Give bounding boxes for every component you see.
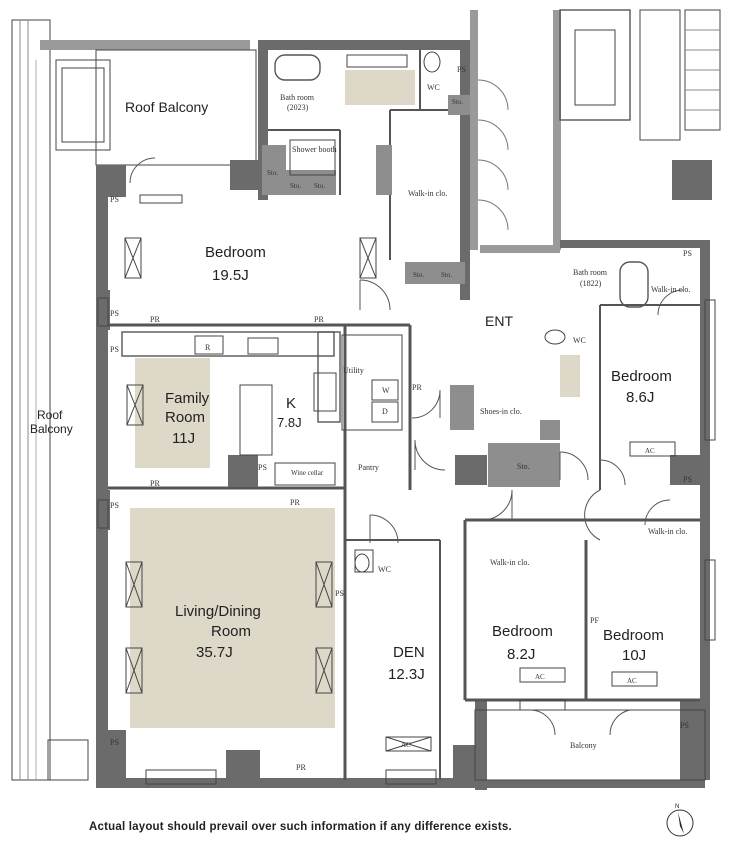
label-bath-1-size: (2023) xyxy=(287,103,309,112)
label-wc-2: WC xyxy=(573,336,586,345)
label-ps-7: PS xyxy=(683,249,692,258)
family-room-floor xyxy=(135,358,210,468)
label-roof-balcony-top: Roof Balcony xyxy=(125,99,208,115)
label-bedroom-d-size: 8.6J xyxy=(626,389,654,406)
label-roof-side-1: Roof xyxy=(37,408,63,422)
label-pf: PF xyxy=(590,616,599,625)
label-ps-9: PS xyxy=(680,721,689,730)
label-living-size: 35.7J xyxy=(196,644,233,661)
label-ps-6: PS xyxy=(110,738,119,747)
label-utility: Utility xyxy=(343,366,364,375)
label-bedroom-b-size: 8.2J xyxy=(507,646,535,663)
label-sto-3: Sto. xyxy=(314,182,325,190)
svg-text:N: N xyxy=(675,804,679,810)
roof-balcony-top-area xyxy=(95,49,257,166)
label-walkin-2: Walk-in clo. xyxy=(651,285,690,294)
wc-floor xyxy=(560,355,580,397)
label-den: DEN xyxy=(393,644,425,661)
label-ps-4: PS xyxy=(110,345,119,354)
room-labels: Roof Balcony Bedroom 19.5J Family Room 1… xyxy=(30,99,672,750)
label-shower: Shower booth xyxy=(292,145,337,154)
label-ps-5: PS xyxy=(110,501,119,510)
label-sto-6: Sto. xyxy=(517,462,530,471)
common-core xyxy=(477,9,721,231)
label-ps-1: PS xyxy=(457,65,466,74)
label-wine: Wine cellar xyxy=(291,469,324,477)
label-walkin-1: Walk-in clo. xyxy=(408,189,447,198)
label-bedroom-main-size: 19.5J xyxy=(212,267,249,284)
label-ac-4: AC xyxy=(645,447,655,455)
label-w: W xyxy=(382,386,390,395)
label-living-2: Room xyxy=(211,623,251,640)
label-sto-2: Sto. xyxy=(290,182,301,190)
label-pr-1: PR xyxy=(150,315,160,324)
exterior-walls xyxy=(96,10,712,790)
label-roof-side-2: Balcony xyxy=(30,422,73,436)
label-ps-10: PS xyxy=(258,463,267,472)
disclaimer-note: Actual layout should prevail over such i… xyxy=(89,821,512,833)
label-shoes: Shoes-in clo. xyxy=(480,407,522,416)
label-den-size: 12.3J xyxy=(388,666,425,683)
bath-floor xyxy=(345,70,415,105)
kitchen-fixtures xyxy=(121,331,403,486)
windows xyxy=(97,194,716,785)
label-bedroom-c: Bedroom xyxy=(603,627,664,644)
ac-units xyxy=(124,237,676,752)
label-kitchen-size: 7.8J xyxy=(277,415,302,430)
label-walkin-3: Walk-in clo. xyxy=(648,527,687,536)
roof-balcony-side-area xyxy=(11,19,250,781)
label-pr-4: PR xyxy=(290,498,300,507)
label-wc-3: WC xyxy=(378,565,391,574)
label-bath-2-size: (1822) xyxy=(580,279,602,288)
label-bedroom-c-size: 10J xyxy=(622,647,646,664)
label-bedroom-main: Bedroom xyxy=(205,244,266,261)
label-sto-5: Sto. xyxy=(441,271,452,279)
label-r: R xyxy=(205,343,211,352)
label-sto-4: Sto. xyxy=(413,271,424,279)
label-living-1: Living/Dining xyxy=(175,603,261,620)
label-family-1: Family xyxy=(165,390,210,407)
label-family-size: 11J xyxy=(172,430,195,447)
label-balcony: Balcony xyxy=(570,741,597,750)
label-family-2: Room xyxy=(165,409,205,426)
door-swings xyxy=(129,157,684,736)
label-ac-3: AC xyxy=(627,677,637,685)
label-bath-1: Bath room xyxy=(280,93,315,102)
label-pantry: Pantry xyxy=(358,463,379,472)
label-ps-3: PS xyxy=(110,309,119,318)
label-pr-5: PR xyxy=(296,763,306,772)
label-ps-11: PS xyxy=(335,589,344,598)
label-bedroom-b: Bedroom xyxy=(492,623,553,640)
storage-blocks xyxy=(228,95,560,487)
label-entrance: ENT xyxy=(485,313,513,329)
label-walkin-4: Walk-in clo. xyxy=(490,558,529,567)
living-room-floor xyxy=(130,508,335,728)
interior-walls xyxy=(108,50,700,780)
label-pr-6: PR xyxy=(412,383,422,392)
label-pr-3: PR xyxy=(150,479,160,488)
small-labels: Bath room (2023) Bath room (1822) Shower… xyxy=(110,65,692,772)
label-pr-2: PR xyxy=(314,315,324,324)
label-bedroom-d: Bedroom xyxy=(611,368,672,385)
label-bath-2: Bath room xyxy=(573,268,608,277)
label-d: D xyxy=(382,407,388,416)
label-wc-1: WC xyxy=(427,83,440,92)
label-kitchen: K xyxy=(286,395,296,412)
label-ac-2: AC xyxy=(535,673,545,681)
bath-fixtures xyxy=(274,51,649,573)
north-arrow-icon: N xyxy=(666,804,694,837)
label-ps-2: PS xyxy=(110,195,119,204)
label-ps-8: PS xyxy=(683,475,692,484)
label-sto-7: Sto. xyxy=(452,98,463,106)
label-ac-1: AC xyxy=(401,741,411,749)
label-sto-1: Sto. xyxy=(267,169,278,177)
